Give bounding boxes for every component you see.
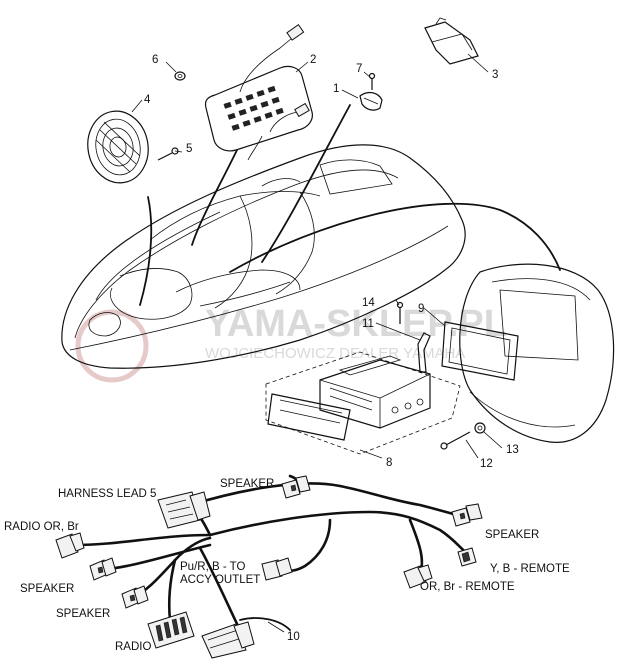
screw-part-7 (368, 72, 376, 90)
rear-console-panel (459, 263, 615, 443)
callout-13: 13 (506, 444, 519, 456)
connector-radio-multi (147, 611, 195, 649)
watermark-line2: WOJCIECHOWICZ DEALER YAMAHA (205, 345, 465, 362)
connector-speaker-top (281, 475, 311, 499)
callout-7: 7 (356, 63, 362, 75)
callout-8: 8 (386, 457, 392, 469)
callout-14: 14 (362, 297, 375, 309)
label-speaker-right: SPEAKER (485, 529, 539, 541)
connector-radio-or-br (55, 532, 85, 559)
clip-part-3 (424, 17, 479, 65)
label-radio: RADIO (115, 641, 151, 653)
callout-6: 6 (152, 54, 158, 66)
connector-remote-yb (457, 547, 477, 567)
connector-speaker-right (451, 503, 483, 527)
callout-5: 5 (186, 143, 192, 155)
wire-harness-part-10 (73, 474, 472, 632)
callout-3: 3 (492, 69, 498, 81)
connector-speaker-left-lower (121, 585, 149, 609)
radio-unit-part-8 (265, 351, 461, 455)
callout-12: 12 (480, 458, 493, 470)
leader-lines (131, 53, 503, 633)
callout-numbers: 2 6 4 5 1 7 3 14 9 11 8 12 13 10 (144, 54, 519, 643)
connector-harness-lead (157, 491, 211, 529)
watermark: YAMA-SKLEP.PL WOJCIECHOWICZ DEALER YAMAH… (75, 303, 507, 383)
callout-11: 11 (362, 318, 374, 330)
screw-part-5 (157, 147, 179, 161)
screw-part-14 (396, 301, 404, 324)
boat-hull (61, 144, 466, 369)
label-harness-lead: HARNESS LEAD 5 (58, 488, 156, 500)
callout-9: 9 (418, 303, 424, 315)
callout-1: 1 (333, 83, 339, 95)
connector-accy-outlet (261, 557, 293, 581)
speaker-part-4 (87, 110, 149, 184)
callout-10: 10 (287, 631, 300, 643)
connector-speaker-left-upper (89, 557, 117, 581)
label-remote-or-br: OR, Br - REMOTE (420, 581, 515, 593)
callout-4: 4 (144, 94, 151, 106)
bracket-part-1 (359, 91, 383, 111)
label-accy-line2: ACCY OUTLET (180, 574, 260, 586)
watermark-logo-icon (75, 309, 149, 383)
label-accy-line1: Pu/R, B - TO (180, 561, 245, 573)
callout-2: 2 (310, 54, 316, 66)
label-speaker-left-lower: SPEAKER (56, 608, 110, 620)
connector-remote-or-br (403, 564, 433, 589)
watermark-line1: YAMA-SKLEP.PL (205, 303, 507, 345)
connector-radio-main (201, 621, 255, 659)
label-speaker-left-upper: SPEAKER (20, 583, 74, 595)
label-speaker-top: SPEAKER (220, 478, 274, 490)
grommet-part-6 (174, 71, 186, 81)
label-remote-yb: Y, B - REMOTE (490, 563, 570, 575)
nut-part-13 (474, 422, 486, 434)
label-radio-or-br: RADIO OR, Br (4, 521, 79, 533)
bolt-part-12 (440, 431, 471, 450)
routing-lines (139, 104, 561, 306)
connectors (55, 475, 483, 659)
switch-panel-part-2 (204, 24, 313, 161)
wire-labels: HARNESS LEAD 5 SPEAKER RADIO OR, Br SPEA… (4, 478, 570, 653)
bezel-part-9 (441, 321, 519, 381)
